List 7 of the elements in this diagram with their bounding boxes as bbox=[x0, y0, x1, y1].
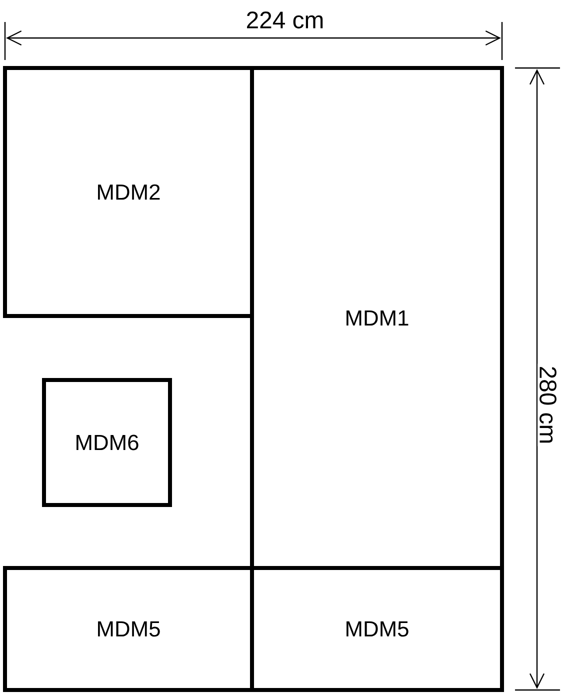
area-box: MDM2 bbox=[3, 66, 254, 318]
area-box: MDM1 bbox=[250, 66, 504, 570]
dimension-label: 280 cm bbox=[538, 364, 558, 446]
area-box: MDM5 bbox=[3, 566, 254, 692]
area-box: MDM5 bbox=[250, 566, 504, 692]
dimension-label: 224 cm bbox=[244, 10, 326, 30]
area-box: MDM6 bbox=[42, 378, 172, 507]
